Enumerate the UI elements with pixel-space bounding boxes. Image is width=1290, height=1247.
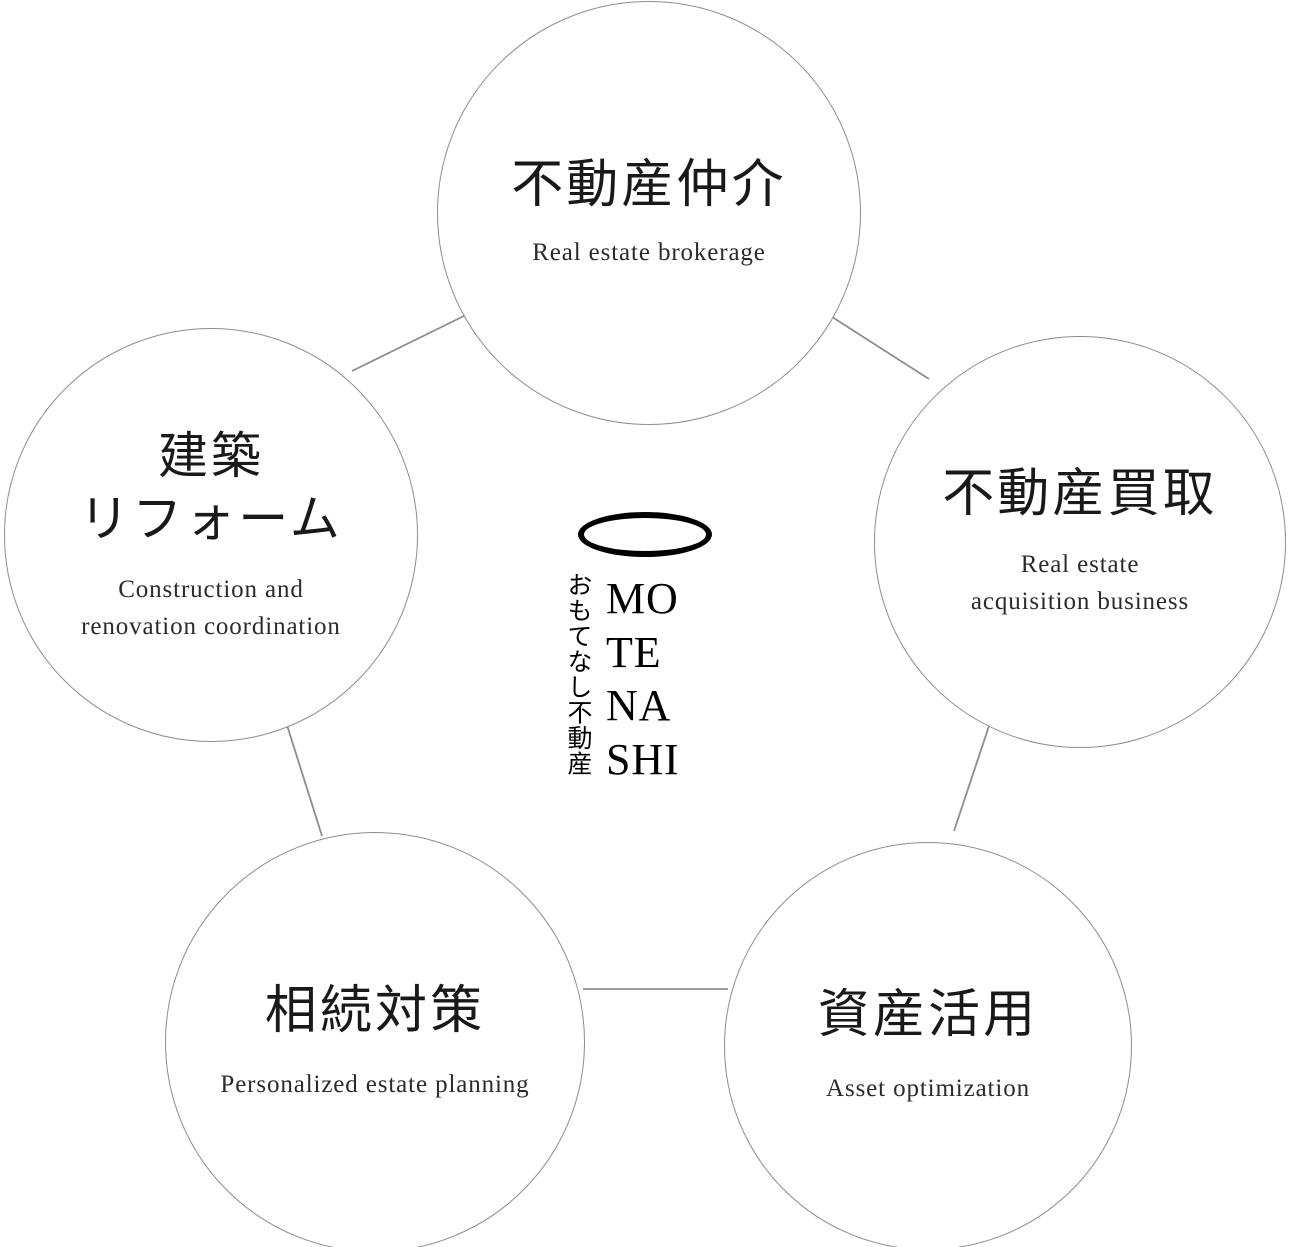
node-estate-planning[interactable]: 相続対策 Personalized estate planning — [165, 832, 585, 1247]
node-title-ja: 建築 リフォーム — [79, 428, 343, 547]
node-subtitle-en: Asset optimization — [826, 1074, 1030, 1102]
node-title-ja: 不動産仲介 — [511, 157, 787, 215]
connector-top-to-right — [828, 314, 930, 380]
connector-left-to-top — [351, 312, 471, 372]
node-real-estate-brokerage[interactable]: 不動産仲介 Real estate brokerage — [437, 1, 861, 425]
node-title-ja: 資産活用 — [817, 987, 1039, 1045]
brand-name-japanese: おもてなし不動産 — [564, 572, 593, 776]
brand-name-romaji: MO TE NA SHI — [606, 574, 680, 785]
node-real-estate-acquisition[interactable]: 不動産買取 Real estate acquisition business — [874, 336, 1286, 748]
brand-logo: おもてなし不動産 MO TE NA SHI — [548, 500, 748, 820]
node-subtitle-en: Personalized estate planning — [220, 1070, 530, 1098]
connector-bottomleft-to-left — [285, 721, 323, 837]
brand-logo-text: おもてなし不動産 MO TE NA SHI — [548, 572, 748, 812]
node-title-ja: 不動産買取 — [942, 466, 1218, 524]
node-subtitle-en: Real estate acquisition business — [970, 551, 1190, 615]
node-title-ja: 相続対策 — [264, 983, 486, 1041]
connector-right-to-bottomright — [953, 719, 992, 832]
node-construction-renovation[interactable]: 建築 リフォーム Construction and renovation coo… — [4, 328, 418, 742]
node-subtitle-en: Real estate brokerage — [532, 238, 766, 266]
oval-mark-icon — [578, 512, 712, 557]
node-asset-optimization[interactable]: 資産活用 Asset optimization — [724, 842, 1132, 1247]
node-subtitle-en: Construction and renovation coordination — [81, 576, 341, 640]
